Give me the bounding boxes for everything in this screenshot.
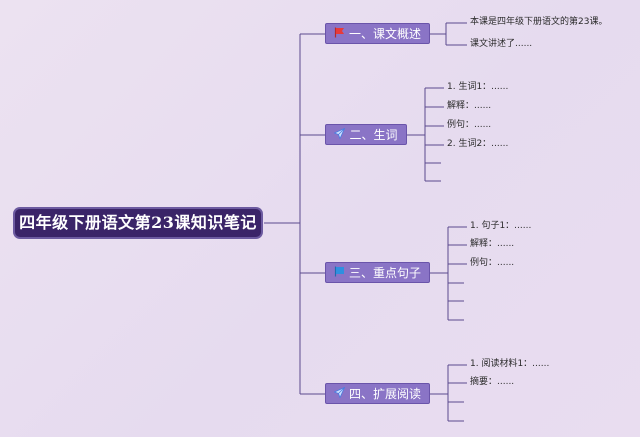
leaf-text[interactable]: 1. 句子1：...... bbox=[470, 221, 532, 231]
leaf-text[interactable]: 2. 生词2：...... bbox=[447, 139, 509, 149]
blue-flag-icon bbox=[334, 263, 345, 284]
leaf-text[interactable]: 解释：...... bbox=[447, 101, 492, 111]
branch-overview[interactable]: 一、课文概述 bbox=[325, 23, 430, 44]
paper-plane-icon bbox=[333, 125, 346, 146]
root-topic[interactable]: 四年级下册语文第23课知识笔记 bbox=[15, 209, 261, 237]
leaf-text[interactable]: 例句：...... bbox=[447, 120, 492, 130]
branch-extended-reading[interactable]: 四、扩展阅读 bbox=[325, 383, 430, 404]
leaf-text[interactable]: 本课是四年级下册语文的第23课。 bbox=[470, 17, 608, 27]
branch-key-sentences[interactable]: 三、重点句子 bbox=[325, 262, 430, 283]
paper-plane-icon bbox=[333, 384, 346, 405]
red-flag-icon bbox=[334, 24, 345, 45]
leaf-text[interactable]: 1. 生词1：...... bbox=[447, 82, 509, 92]
leaf-text[interactable]: 例句：...... bbox=[470, 258, 515, 268]
leaf-text[interactable]: 解释：...... bbox=[470, 239, 515, 249]
leaf-text[interactable]: 课文讲述了...... bbox=[470, 39, 533, 49]
leaf-text[interactable]: 摘要：...... bbox=[470, 377, 515, 387]
leaf-text[interactable]: 1. 阅读材料1：...... bbox=[470, 359, 550, 369]
branch-new-words[interactable]: 二、生词 bbox=[325, 124, 407, 145]
